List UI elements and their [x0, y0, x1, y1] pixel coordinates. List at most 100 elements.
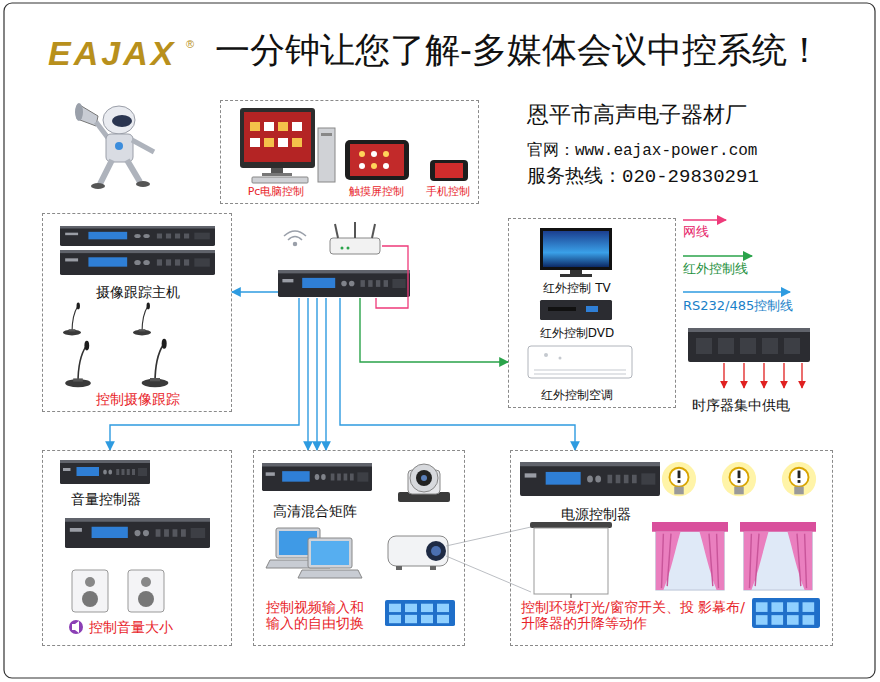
projector-symbol	[388, 536, 448, 570]
box-caption: 控制视频输入和 输入的自由切换	[266, 599, 378, 631]
website-text: 官网：www.eajax-power.com	[527, 142, 757, 160]
control-line	[232, 291, 278, 292]
pc-terminal	[264, 138, 274, 147]
pc-terminal	[252, 177, 308, 183]
box-caption: 红外控制空调	[517, 389, 637, 403]
sequencer-symbol	[688, 328, 810, 332]
company-name: 恩平市高声电子器材厂	[527, 102, 747, 127]
light-bulbs	[722, 462, 756, 496]
speaker-symbol	[138, 591, 154, 607]
pc-terminal	[250, 122, 260, 131]
camera-tracking-host	[60, 226, 215, 246]
box-heading: 摄像跟踪主机	[83, 284, 193, 300]
tv-symbol	[560, 274, 592, 277]
router-symbol	[330, 222, 380, 254]
pc-terminal	[244, 112, 311, 162]
projector-symbol	[430, 566, 436, 570]
power-controller-device	[520, 462, 660, 496]
diagram-title: 一分钟让您了解-多媒体会议中控系统！	[215, 30, 822, 70]
curtains	[652, 522, 728, 590]
robot-figure	[75, 103, 83, 121]
amplifier-device	[65, 518, 210, 548]
tablet-terminal	[359, 163, 365, 169]
speaker-symbol	[128, 570, 164, 612]
sequencer-symbol	[740, 338, 756, 354]
robot-figure	[115, 142, 123, 150]
air-conditioner-symbol	[528, 346, 632, 378]
projection-screen	[530, 522, 612, 528]
sequencer-symbol	[688, 328, 810, 362]
pc-terminal	[292, 122, 302, 131]
legend-text: 网线	[683, 225, 709, 240]
router-symbol	[341, 247, 344, 250]
box-caption: Pc电脑控制	[235, 186, 317, 199]
tablet-terminal	[350, 144, 404, 176]
dvd-symbol	[540, 300, 612, 320]
curtains	[652, 522, 816, 590]
light-bulbs	[782, 462, 816, 496]
projection-beam	[446, 527, 531, 592]
matrix-panel-icon	[385, 600, 455, 626]
air-conditioner-symbol	[559, 357, 562, 360]
conference-microphones	[133, 303, 151, 336]
tablet-terminal	[371, 151, 377, 157]
power-arrows	[724, 363, 802, 388]
dvd-symbol	[540, 300, 612, 320]
power-arrows	[783, 363, 784, 388]
legend-line-samples	[683, 291, 790, 293]
tv-symbol	[570, 270, 582, 274]
light-bulbs	[662, 462, 816, 496]
volume-controller-device	[60, 460, 150, 484]
box-heading: 电源控制器	[561, 506, 661, 522]
control-line	[307, 298, 308, 450]
network-cable	[376, 246, 408, 308]
box-caption: 触摸屏控制	[335, 186, 417, 199]
control-line	[325, 298, 326, 450]
speaker-symbol	[72, 570, 164, 612]
box-heading: 高清混合矩阵	[273, 503, 383, 519]
pc-terminal	[240, 108, 315, 168]
router-symbol	[372, 224, 375, 238]
robot-figure	[106, 134, 133, 162]
laptop-symbol	[311, 541, 349, 565]
pc-terminal	[240, 108, 335, 183]
legend-text: 红外控制线	[683, 262, 748, 277]
projection-screen	[571, 594, 572, 598]
robot-figure	[75, 103, 154, 189]
tv-symbol	[540, 228, 612, 270]
legend-text: RS232/485控制线	[683, 299, 793, 314]
legend-line-samples	[683, 220, 790, 292]
robot-figure	[100, 160, 112, 184]
pc-terminal	[278, 122, 288, 131]
conference-microphones	[142, 339, 169, 387]
air-conditioner-symbol	[544, 353, 548, 357]
power-controller-device	[520, 462, 660, 496]
power-arrows	[801, 363, 802, 388]
control-line	[110, 298, 299, 450]
brand-logo: EAJAX	[48, 34, 176, 73]
box-caption: 手机控制	[421, 186, 475, 199]
camera-tracking-host	[60, 250, 215, 275]
sequencer-symbol	[762, 338, 778, 354]
sequencer-symbol	[784, 338, 800, 354]
box-caption: 控制摄像跟踪	[83, 391, 193, 407]
central-controller-device	[278, 270, 410, 297]
speaker-symbol	[141, 577, 151, 587]
box-caption: 红外控制DVD	[517, 327, 637, 341]
speaker-symbol	[82, 591, 98, 607]
wifi-symbol	[288, 237, 302, 241]
volume-icon	[69, 620, 83, 634]
central-controller-device	[278, 270, 410, 297]
speaker-symbol	[85, 577, 95, 587]
projection-beam	[446, 527, 531, 546]
robot-figure	[91, 183, 105, 189]
amplifier-device	[65, 518, 210, 548]
curtains	[740, 522, 816, 590]
laptop-symbol	[308, 538, 352, 568]
projector-symbol	[388, 536, 448, 566]
projector-symbol	[426, 541, 446, 561]
ptz-camera	[398, 464, 450, 502]
page-border	[4, 3, 875, 678]
